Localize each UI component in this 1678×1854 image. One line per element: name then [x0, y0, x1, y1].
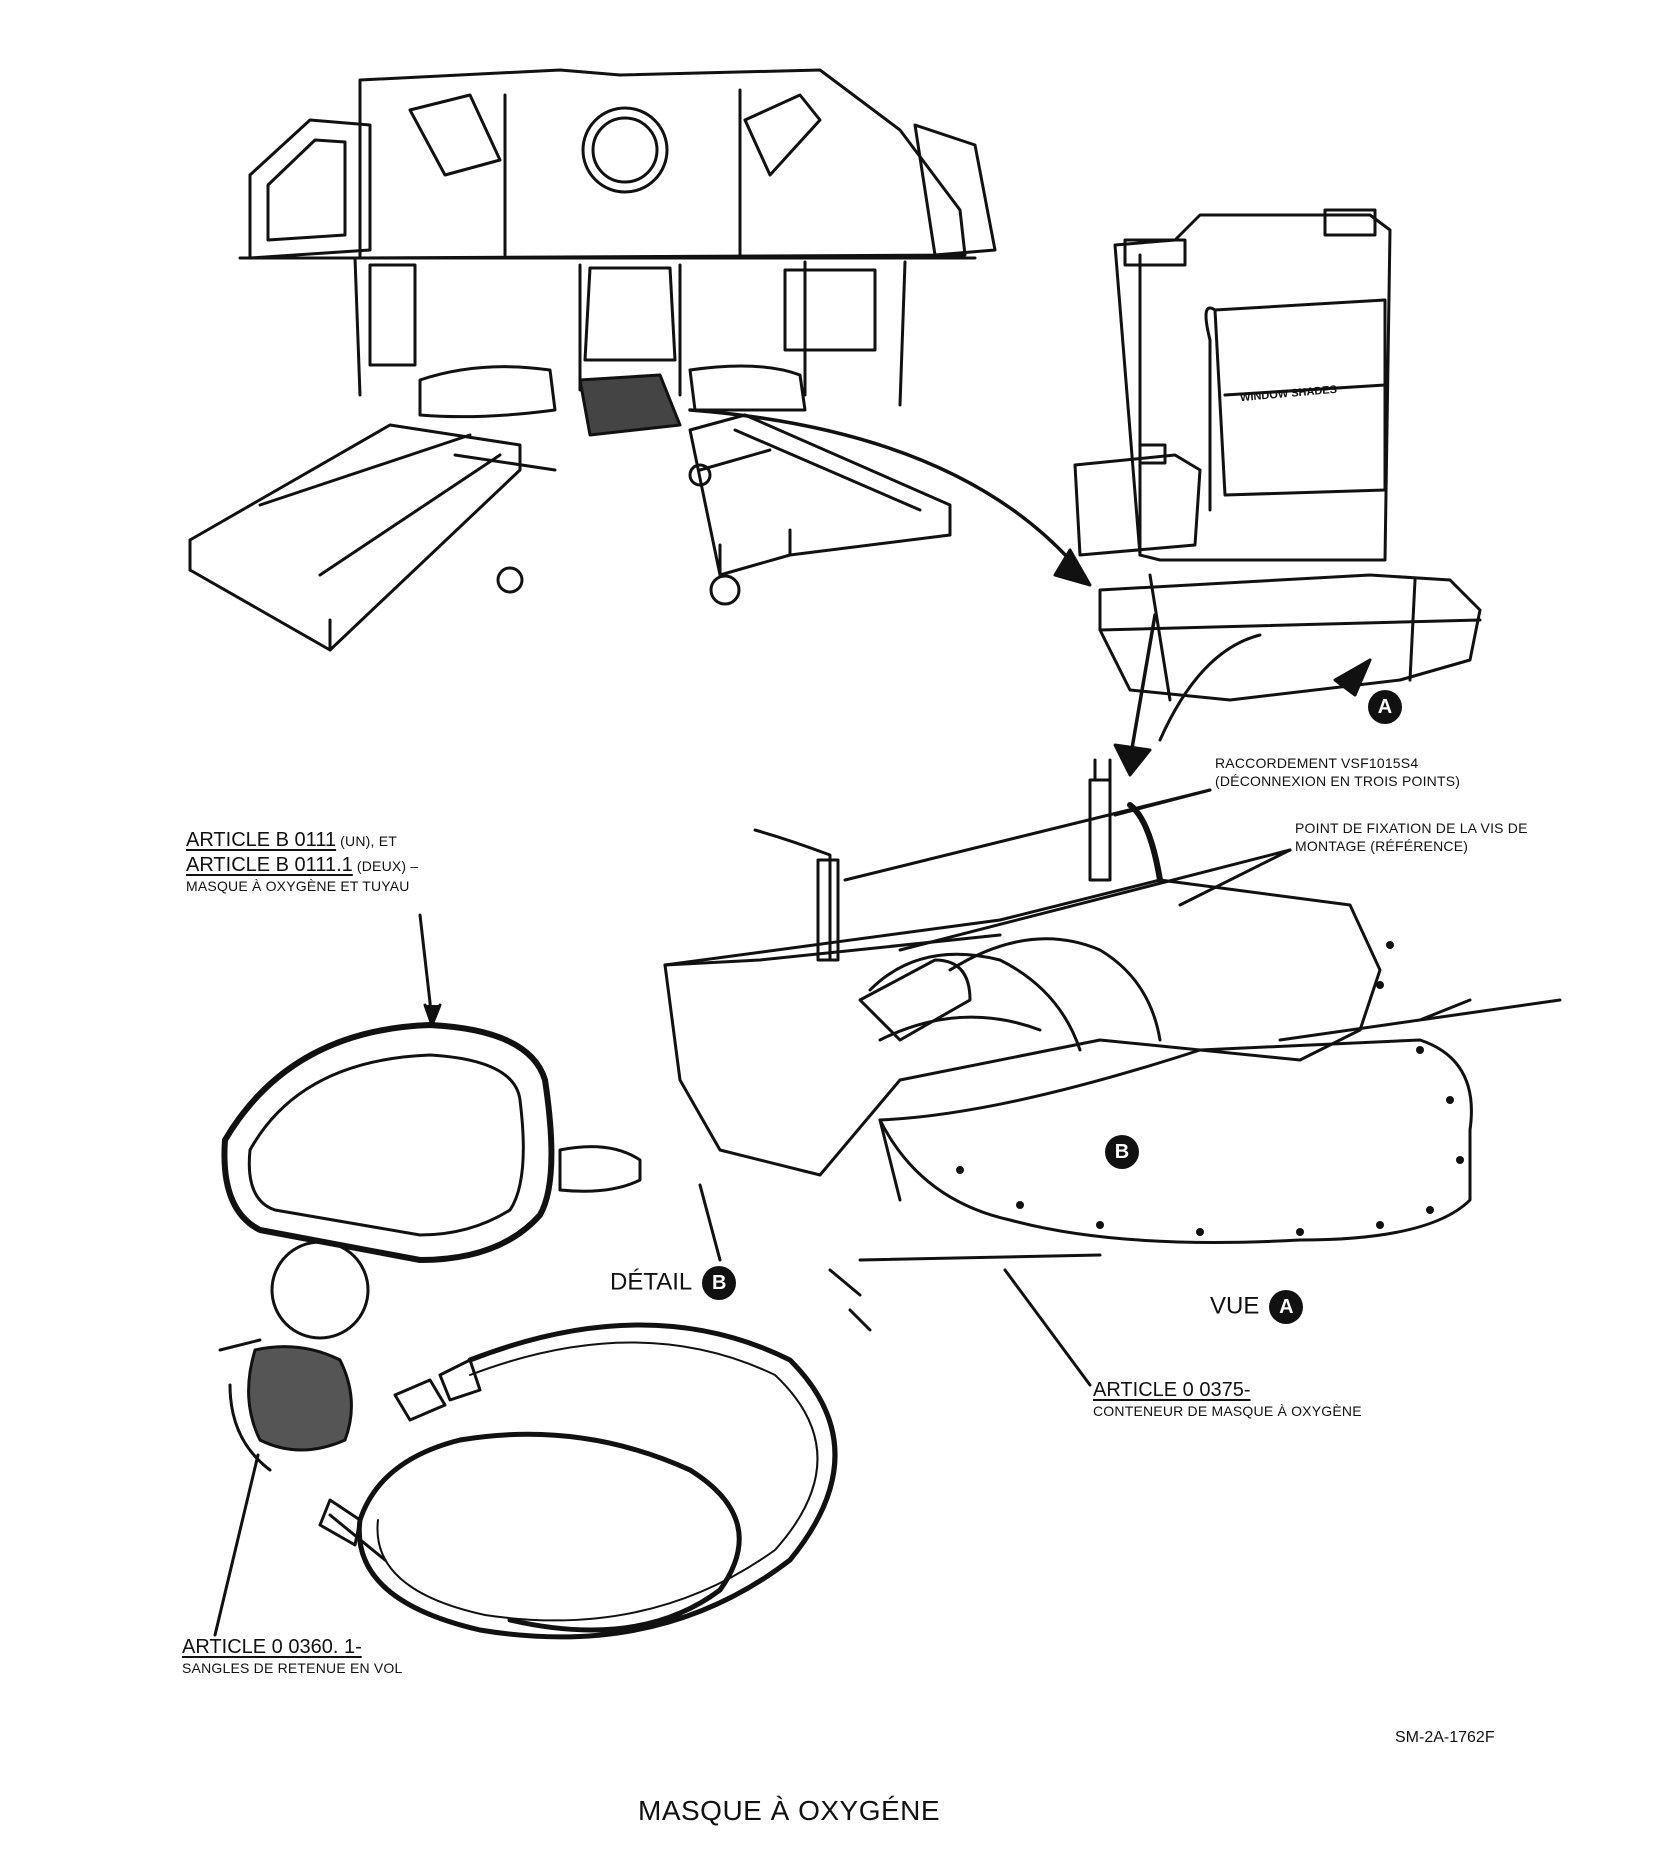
article-b01111-suffix: (DEUX) –	[352, 858, 419, 874]
point-fixation-line1: POINT DE FIXATION DE LA VIS DE	[1295, 820, 1528, 836]
label-article-b0111: ARTICLE B 0111 (UN), ET ARTICLE B 0111.1…	[186, 828, 418, 896]
leader-point-fixation-1	[1178, 848, 1292, 907]
cabin-interior-drawing	[188, 68, 997, 652]
arrow-cabin-to-view-a	[688, 408, 1072, 562]
label-point-fixation: POINT DE FIXATION DE LA VIS DE MONTAGE (…	[1295, 820, 1528, 855]
article-00360-ref: ARTICLE 0 0360. 1-	[182, 1636, 362, 1658]
view-a-bullet: A	[1269, 1290, 1304, 1324]
equipment-rack-drawing	[1073, 208, 1482, 702]
view-a-title: VUE A	[1210, 1290, 1304, 1324]
drawing-code: SM-2A-1762F	[1395, 1729, 1495, 1746]
arrow-to-detail-b	[1128, 613, 1157, 762]
callout-a: A	[1368, 690, 1402, 724]
leader-point-fixation-2	[898, 848, 1292, 952]
leader-raccordement-2	[1113, 788, 1212, 817]
detail-b-bullet: B	[702, 1266, 737, 1300]
article-b0111-desc: MASQUE À OXYGÈNE ET TUYAU	[186, 878, 410, 894]
article-b01111-ref: ARTICLE B 0111.1	[186, 854, 353, 876]
article-b0111-suffix: (UN), ET	[336, 833, 397, 849]
label-article-00360: ARTICLE 0 0360. 1- SANGLES DE RETENUE EN…	[182, 1635, 403, 1678]
callout-a-bullet: A	[1368, 690, 1402, 724]
article-00375-desc: CONTENEUR DE MASQUE À OXYGÈNE	[1093, 1403, 1362, 1419]
label-raccordement: RACCORDEMENT VSF1015S4 (DÉCONNEXION EN T…	[1215, 755, 1460, 790]
callout-b: B	[1105, 1135, 1139, 1169]
callout-b-bullet: B	[1105, 1135, 1139, 1169]
detail-b-title: DÉTAIL B	[610, 1266, 737, 1300]
label-article-00375: ARTICLE 0 0375- CONTENEUR DE MASQUE À OX…	[1093, 1378, 1362, 1421]
article-b0111-ref: ARTICLE B 0111	[186, 829, 337, 851]
view-title-text: VUE	[1210, 1292, 1260, 1320]
raccordement-line1: RACCORDEMENT VSF1015S4	[1215, 755, 1419, 771]
figure-caption: MASQUE À OXYGÉNE	[638, 1795, 941, 1826]
leader-article-00360	[213, 1453, 260, 1637]
oxygen-mask-drawing	[218, 1022, 838, 1640]
detail-title-text: DÉTAIL	[610, 1268, 693, 1296]
point-fixation-line2: MONTAGE (RÉFÉRENCE)	[1295, 837, 1469, 854]
article-00375-ref: ARTICLE 0 0375-	[1093, 1379, 1251, 1401]
article-00360-desc: SANGLES DE RETENUE EN VOL	[182, 1660, 403, 1676]
leader-article-00375	[1003, 1268, 1092, 1387]
leader-article-b0111	[418, 913, 434, 1022]
raccordement-line2: (DÉCONNEXION EN TROIS POINTS)	[1215, 772, 1461, 789]
